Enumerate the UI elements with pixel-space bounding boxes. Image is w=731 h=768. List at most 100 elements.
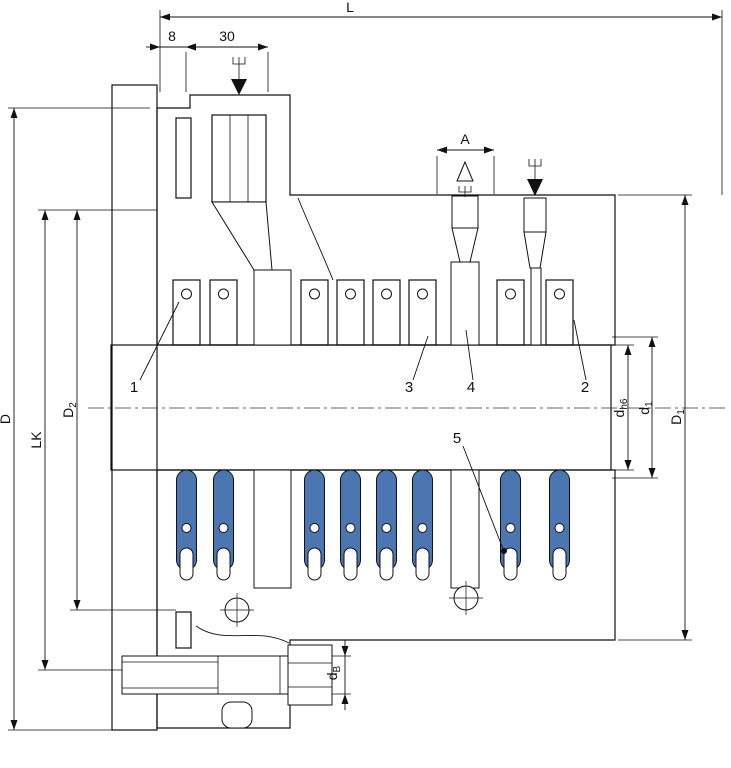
pin-hole bbox=[309, 523, 320, 533]
packing-ring bbox=[372, 279, 401, 346]
fork-icon bbox=[232, 57, 246, 79]
bolt-hole-right bbox=[449, 581, 483, 615]
callout-2: 2 bbox=[573, 319, 589, 396]
vent-outlet-symbol-a bbox=[456, 160, 474, 197]
pin-hole bbox=[505, 523, 516, 533]
spring-pins-lower bbox=[176, 469, 570, 581]
ring-hole bbox=[417, 288, 428, 300]
lower-slot-left bbox=[253, 469, 292, 589]
pin-hole bbox=[218, 523, 229, 533]
lantern-slot-left bbox=[253, 269, 292, 346]
pin-tip bbox=[379, 547, 394, 581]
port-funnel-left bbox=[211, 201, 273, 271]
lantern-slot-a bbox=[450, 261, 480, 346]
bolt-head-facets bbox=[288, 662, 332, 688]
packing-rings-upper bbox=[172, 279, 574, 346]
pin-tip bbox=[503, 547, 518, 581]
fork-icon bbox=[458, 186, 472, 197]
dimension-LK: LK bbox=[28, 209, 157, 671]
gasket-upper bbox=[175, 117, 192, 199]
port-bore-a bbox=[451, 195, 479, 229]
pin-hole bbox=[181, 523, 192, 533]
spring-pin bbox=[213, 469, 234, 581]
part-label-3: 3 bbox=[405, 379, 413, 396]
port-bore-left-lines bbox=[229, 115, 249, 202]
packing-ring bbox=[336, 279, 365, 346]
dim-label-D2: D2 bbox=[60, 402, 79, 418]
outlet-arrow-icon bbox=[456, 160, 474, 182]
pin-hole bbox=[381, 523, 392, 533]
machine-wall-section bbox=[111, 84, 158, 731]
flush-inlet-symbol-b bbox=[527, 159, 543, 196]
casting-line-lower bbox=[195, 625, 290, 644]
dimension-D2: D2 bbox=[60, 210, 176, 611]
bolt-hex-head bbox=[287, 644, 333, 706]
callout-4: 4 bbox=[465, 329, 475, 396]
dim-label-L: L bbox=[346, 0, 354, 15]
part-label-5: 5 bbox=[453, 430, 461, 447]
dim-label-30: 30 bbox=[219, 28, 235, 44]
ring-hole bbox=[554, 288, 565, 300]
dimension-D1: D1 bbox=[618, 194, 692, 641]
lantern-slot-b bbox=[530, 267, 542, 346]
spring-pin bbox=[176, 469, 197, 581]
callout-1: 1 bbox=[130, 301, 180, 396]
ring-hole bbox=[309, 288, 320, 300]
spring-pin bbox=[376, 469, 397, 581]
dim-label-D: D bbox=[0, 414, 13, 424]
pin-tip bbox=[343, 547, 358, 581]
pin-hole bbox=[345, 523, 356, 533]
dim-label-LK: LK bbox=[28, 431, 44, 449]
dimension-8: 8 bbox=[146, 28, 200, 92]
hex-bolt bbox=[121, 644, 333, 706]
flange-notch bbox=[221, 701, 253, 729]
ring-hole bbox=[218, 288, 229, 300]
pin-tip bbox=[552, 547, 567, 581]
callout-3: 3 bbox=[405, 335, 429, 396]
pin-tip bbox=[415, 547, 430, 581]
dimension-A: A bbox=[436, 131, 495, 194]
pin-hole bbox=[554, 523, 565, 533]
ring-hole bbox=[381, 288, 392, 300]
pin-tip bbox=[179, 547, 194, 581]
fork-icon bbox=[528, 159, 542, 179]
callout-5: 5 bbox=[453, 430, 507, 554]
dim-label-dh6: dh6 bbox=[611, 398, 630, 417]
bolt-thread-lines bbox=[122, 656, 281, 694]
packing-ring bbox=[496, 279, 525, 346]
spring-pin bbox=[500, 469, 521, 581]
leader-dot bbox=[501, 548, 507, 554]
pin-hole bbox=[417, 523, 428, 533]
gasket-lower bbox=[175, 611, 192, 649]
port-funnel-b bbox=[523, 231, 547, 269]
inlet-arrow-icon bbox=[231, 79, 247, 95]
bolt-hole-left bbox=[220, 593, 254, 627]
lower-slot-a bbox=[450, 469, 480, 589]
part-label-4: 4 bbox=[467, 379, 475, 396]
packing-ring bbox=[408, 279, 437, 346]
dimension-dB: dB bbox=[324, 640, 351, 710]
upper-port-channels bbox=[211, 114, 547, 346]
pin-tip bbox=[216, 547, 231, 581]
ring-hole bbox=[345, 288, 356, 300]
packing-ring bbox=[300, 279, 329, 346]
packing-ring bbox=[545, 279, 574, 346]
ring-hole bbox=[505, 288, 516, 300]
casting-line-upper bbox=[297, 197, 334, 281]
dim-label-8: 8 bbox=[168, 28, 176, 44]
spring-pin bbox=[549, 469, 570, 581]
dimension-30: 30 bbox=[186, 28, 269, 92]
flush-inlet-symbol-left bbox=[231, 57, 247, 95]
part-label-2: 2 bbox=[581, 379, 589, 396]
pin-tip bbox=[307, 547, 322, 581]
inlet-arrow-icon bbox=[527, 179, 543, 196]
dim-label-D1: D1 bbox=[668, 409, 687, 425]
dimension-D: D bbox=[0, 107, 150, 731]
spring-pin bbox=[340, 469, 361, 581]
spring-pin bbox=[412, 469, 433, 581]
packing-ring bbox=[209, 279, 238, 346]
dimension-dh6: dh6 bbox=[611, 344, 634, 471]
port-bore-b bbox=[523, 197, 547, 233]
